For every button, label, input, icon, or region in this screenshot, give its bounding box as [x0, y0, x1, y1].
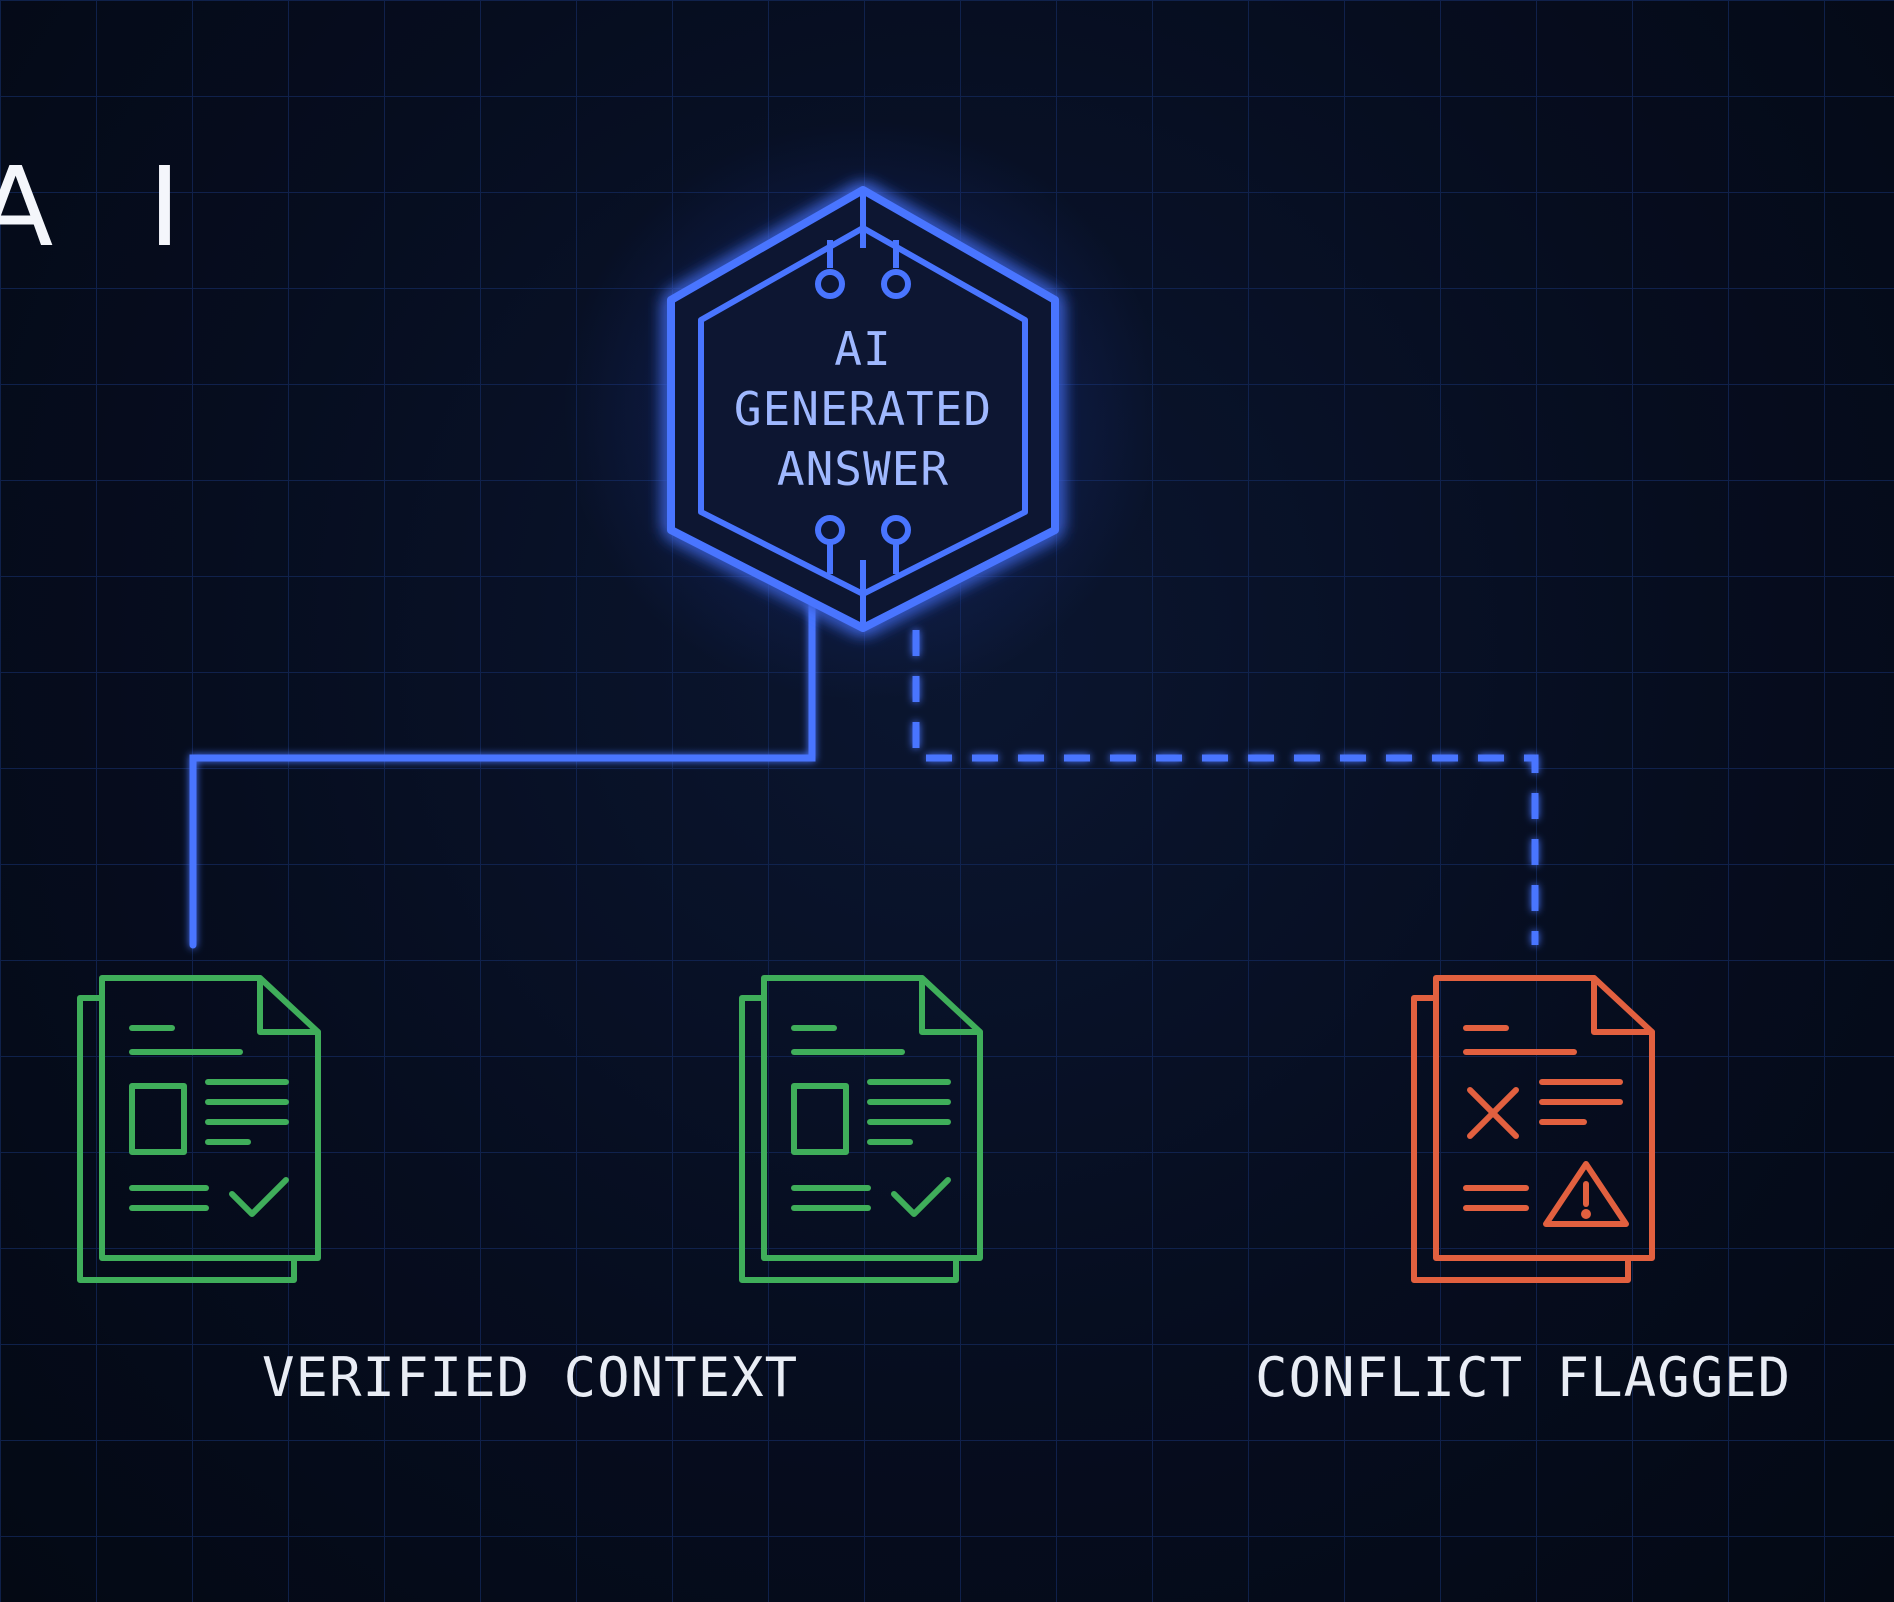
conflict-document [1411, 975, 1655, 1283]
hub-label-line2: GENERATED [734, 382, 992, 436]
checkmark-icon [229, 1177, 289, 1217]
conflict-flagged-caption: CONFLICT FLAGGED [1255, 1346, 1791, 1409]
cross-icon [1467, 1087, 1519, 1139]
verified-document-2 [739, 975, 983, 1283]
connector-left [189, 596, 816, 949]
hub-label-line3: ANSWER [777, 442, 949, 496]
hub-label-line1: AI [834, 322, 891, 376]
connector-right-dashed [912, 630, 1539, 945]
checkmark-icon [891, 1177, 951, 1217]
corner-label: A I [0, 143, 211, 271]
verified-context-caption: VERIFIED CONTEXT [262, 1346, 798, 1409]
ai-answer-hub [667, 186, 1059, 632]
verified-document-1 [77, 975, 321, 1283]
warning-icon [1543, 1161, 1629, 1227]
